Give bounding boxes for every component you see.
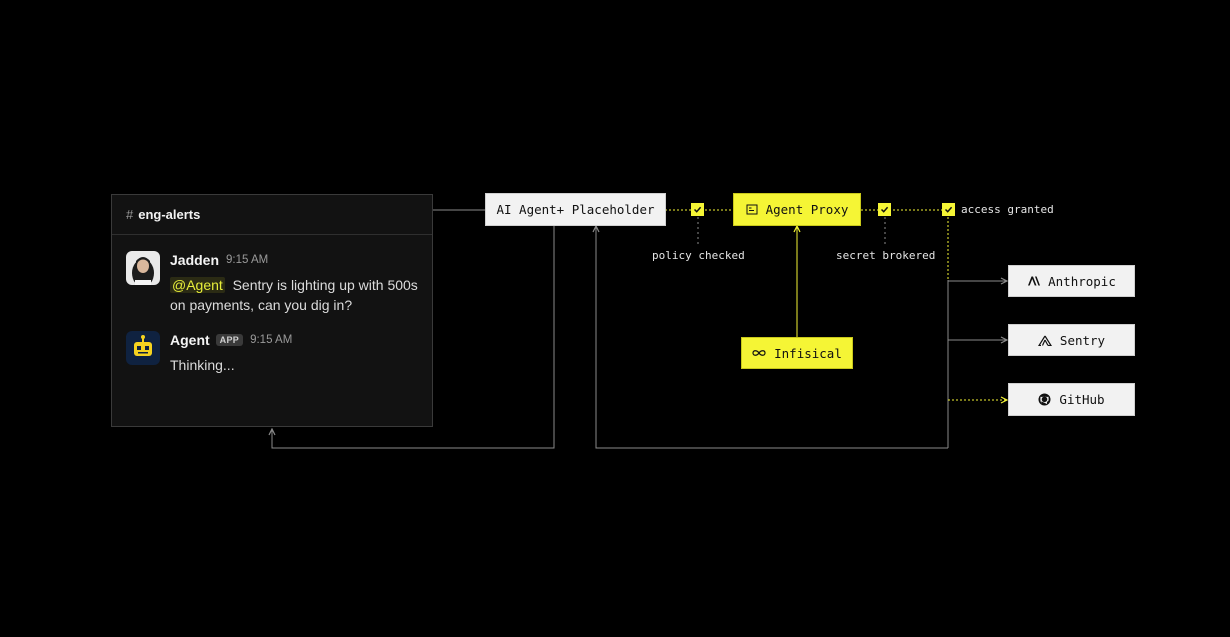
infinity-icon [752, 349, 766, 357]
wire-return-to-agent [596, 226, 948, 449]
infisical-node[interactable]: Infisical [741, 337, 853, 369]
anthropic-label: Anthropic [1048, 273, 1116, 289]
message-content: Sentry is lighting up with 500s on payme… [170, 277, 418, 313]
check-icon [878, 203, 891, 216]
service-github[interactable]: GitHub [1008, 383, 1135, 416]
anthropic-icon [1027, 276, 1041, 286]
proxy-icon [746, 204, 758, 215]
message-text: @Agent Sentry is lighting up with 500s o… [170, 275, 422, 315]
message-jadden: Jadden 9:15 AM @Agent Sentry is lighting… [126, 251, 422, 321]
sentry-icon [1037, 335, 1052, 346]
wire-agent-to-chat [272, 226, 555, 449]
avatar-jadden[interactable] [126, 251, 160, 285]
service-anthropic[interactable]: Anthropic [1008, 265, 1135, 297]
agent-mention[interactable]: @Agent [170, 277, 225, 293]
app-badge: APP [215, 334, 244, 346]
username-agent[interactable]: Agent [170, 332, 210, 348]
channel-name: eng-alerts [138, 207, 201, 222]
secret-brokered-label: secret brokered [836, 249, 936, 262]
service-sentry[interactable]: Sentry [1008, 324, 1135, 356]
message-content: Thinking... [170, 357, 235, 373]
chat-panel: # eng-alerts Jadden 9:15 AM @Agent Sentr… [111, 194, 433, 427]
timestamp: 9:15 AM [226, 254, 269, 266]
check-icon [942, 203, 955, 216]
github-icon [1038, 393, 1051, 406]
agent-proxy-label: Agent Proxy [765, 202, 849, 217]
ai-agent-node[interactable]: AI Agent+ Placeholder [485, 193, 666, 226]
access-granted-label: access granted [961, 203, 1054, 216]
username-jadden[interactable]: Jadden [170, 252, 220, 268]
channel-hash: # [126, 207, 134, 222]
message-agent: Agent APP 9:15 AM Thinking... [126, 331, 422, 391]
timestamp: 9:15 AM [250, 334, 293, 346]
policy-checked-label: policy checked [652, 249, 745, 262]
ai-agent-label: AI Agent+ Placeholder [496, 202, 655, 217]
avatar-agent[interactable] [126, 331, 160, 365]
agent-proxy-node[interactable]: Agent Proxy [733, 193, 861, 226]
infisical-label: Infisical [774, 345, 842, 361]
sentry-label: Sentry [1059, 332, 1106, 348]
check-icon [691, 203, 704, 216]
channel-header[interactable]: # eng-alerts [112, 195, 432, 235]
github-label: GitHub [1059, 392, 1105, 407]
